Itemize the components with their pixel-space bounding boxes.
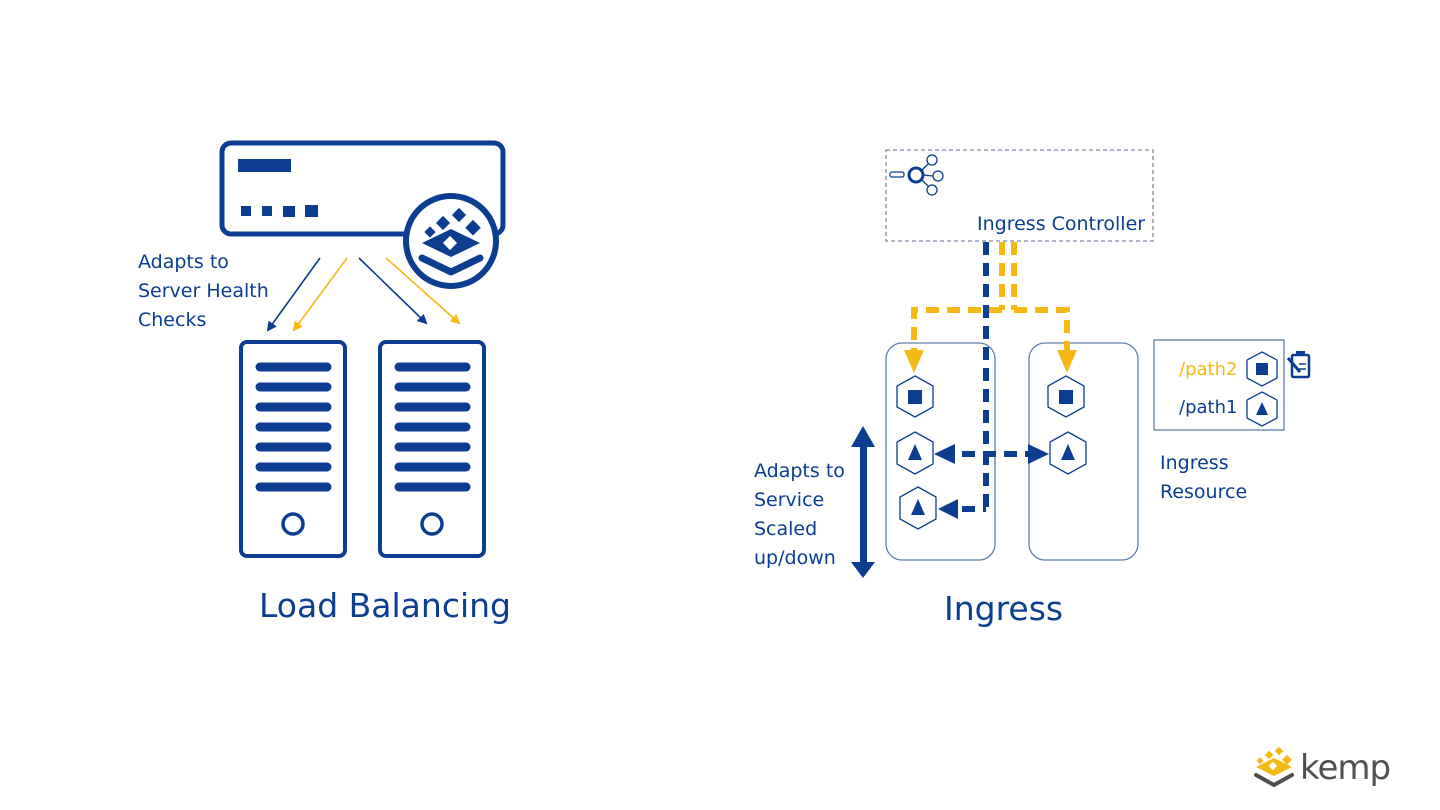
caption-line: Resource — [1160, 481, 1248, 503]
ingress-controller-box — [885, 149, 1154, 242]
caption-line: Server Health — [138, 280, 269, 302]
kemp-stack-badge-icon — [403, 193, 499, 289]
arrow-head — [904, 350, 924, 373]
ingress-title: Ingress — [944, 589, 1064, 628]
triangle-service-icon — [899, 486, 937, 530]
caption-line: Adapts to — [754, 460, 845, 482]
kemp-logo-icon — [1254, 746, 1294, 787]
arrow-head — [934, 444, 955, 464]
server-tower-icon — [239, 340, 347, 558]
caption-line: up/down — [754, 547, 836, 569]
caption-line: Scaled — [754, 518, 818, 540]
path2-label: /path2 — [1179, 359, 1238, 380]
path1-route — [962, 242, 1032, 512]
scale-up-down-arrow — [851, 426, 875, 578]
ingress-resource-label: Ingress Resource — [1160, 449, 1247, 507]
arrow-head — [1057, 350, 1077, 373]
ingress-controller-label: Ingress Controller — [977, 213, 1146, 235]
triangle-service-icon — [1246, 391, 1278, 427]
server-tower-icon — [378, 340, 486, 558]
scale-caption: Adapts to Service Scaled up/down — [754, 457, 845, 573]
arrow-head — [938, 499, 958, 519]
caption-line: Service — [754, 489, 825, 511]
health-check-caption: Adapts to Server Health Checks — [138, 248, 269, 335]
caption-line: Checks — [138, 309, 207, 331]
health-check-arrows — [266, 257, 461, 332]
clipboard-edit-icon — [1286, 351, 1311, 379]
kemp-logo-text: kemp — [1300, 748, 1391, 788]
square-service-icon — [1246, 351, 1278, 387]
ingress-hub-icon — [889, 154, 944, 196]
arrow-head — [1028, 444, 1049, 464]
caption-line: Ingress — [1160, 452, 1229, 474]
square-service-icon — [1047, 375, 1085, 418]
path2-route — [911, 242, 1070, 350]
square-service-icon — [896, 375, 934, 418]
path1-label: /path1 — [1179, 397, 1238, 418]
triangle-service-icon — [896, 431, 934, 475]
ingress-resource-box — [1153, 339, 1285, 431]
caption-line: Adapts to — [138, 251, 229, 273]
triangle-service-icon — [1049, 431, 1087, 475]
load-balancing-title: Load Balancing — [259, 586, 511, 625]
